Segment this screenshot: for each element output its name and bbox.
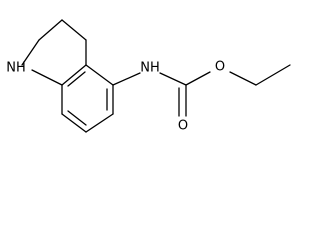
aromatic-ring <box>61 64 114 133</box>
ether-oxygen-label: O <box>215 60 225 75</box>
bond-c6-c7 <box>85 113 114 133</box>
carbamate-chain <box>112 64 291 117</box>
double-bond-c7-c8 <box>67 110 87 126</box>
carbonyl-oxygen-label: O <box>178 119 188 134</box>
bond-c3-c4 <box>61 19 87 41</box>
ring-nh-label: NH <box>6 61 26 76</box>
bond-c4a-c5 <box>85 64 114 86</box>
bond-ch2-ch3 <box>255 64 291 86</box>
amide-nh-label: NH <box>140 61 160 76</box>
bond-c4a-c8a <box>61 64 87 86</box>
saturated-ring <box>21 19 87 86</box>
molecule-drawing: NH NH O O <box>6 19 291 134</box>
double-bond-c4a-c8a <box>67 71 86 87</box>
bond-c7-c8 <box>61 113 87 133</box>
bond-c2-c3 <box>38 19 63 41</box>
structure-canvas: NH NH O O <box>6 19 291 134</box>
bond-n1-c2 <box>21 39 40 66</box>
bond-c5-nh <box>112 72 141 86</box>
atom-labels: NH NH O O <box>6 60 225 134</box>
bond-nh-carbonyl-c <box>159 72 187 86</box>
bond-c8a-n1 <box>31 69 63 86</box>
bond-ether-o-ch2 <box>229 71 257 86</box>
bond-carbonyl-c-ether-o <box>185 71 211 86</box>
